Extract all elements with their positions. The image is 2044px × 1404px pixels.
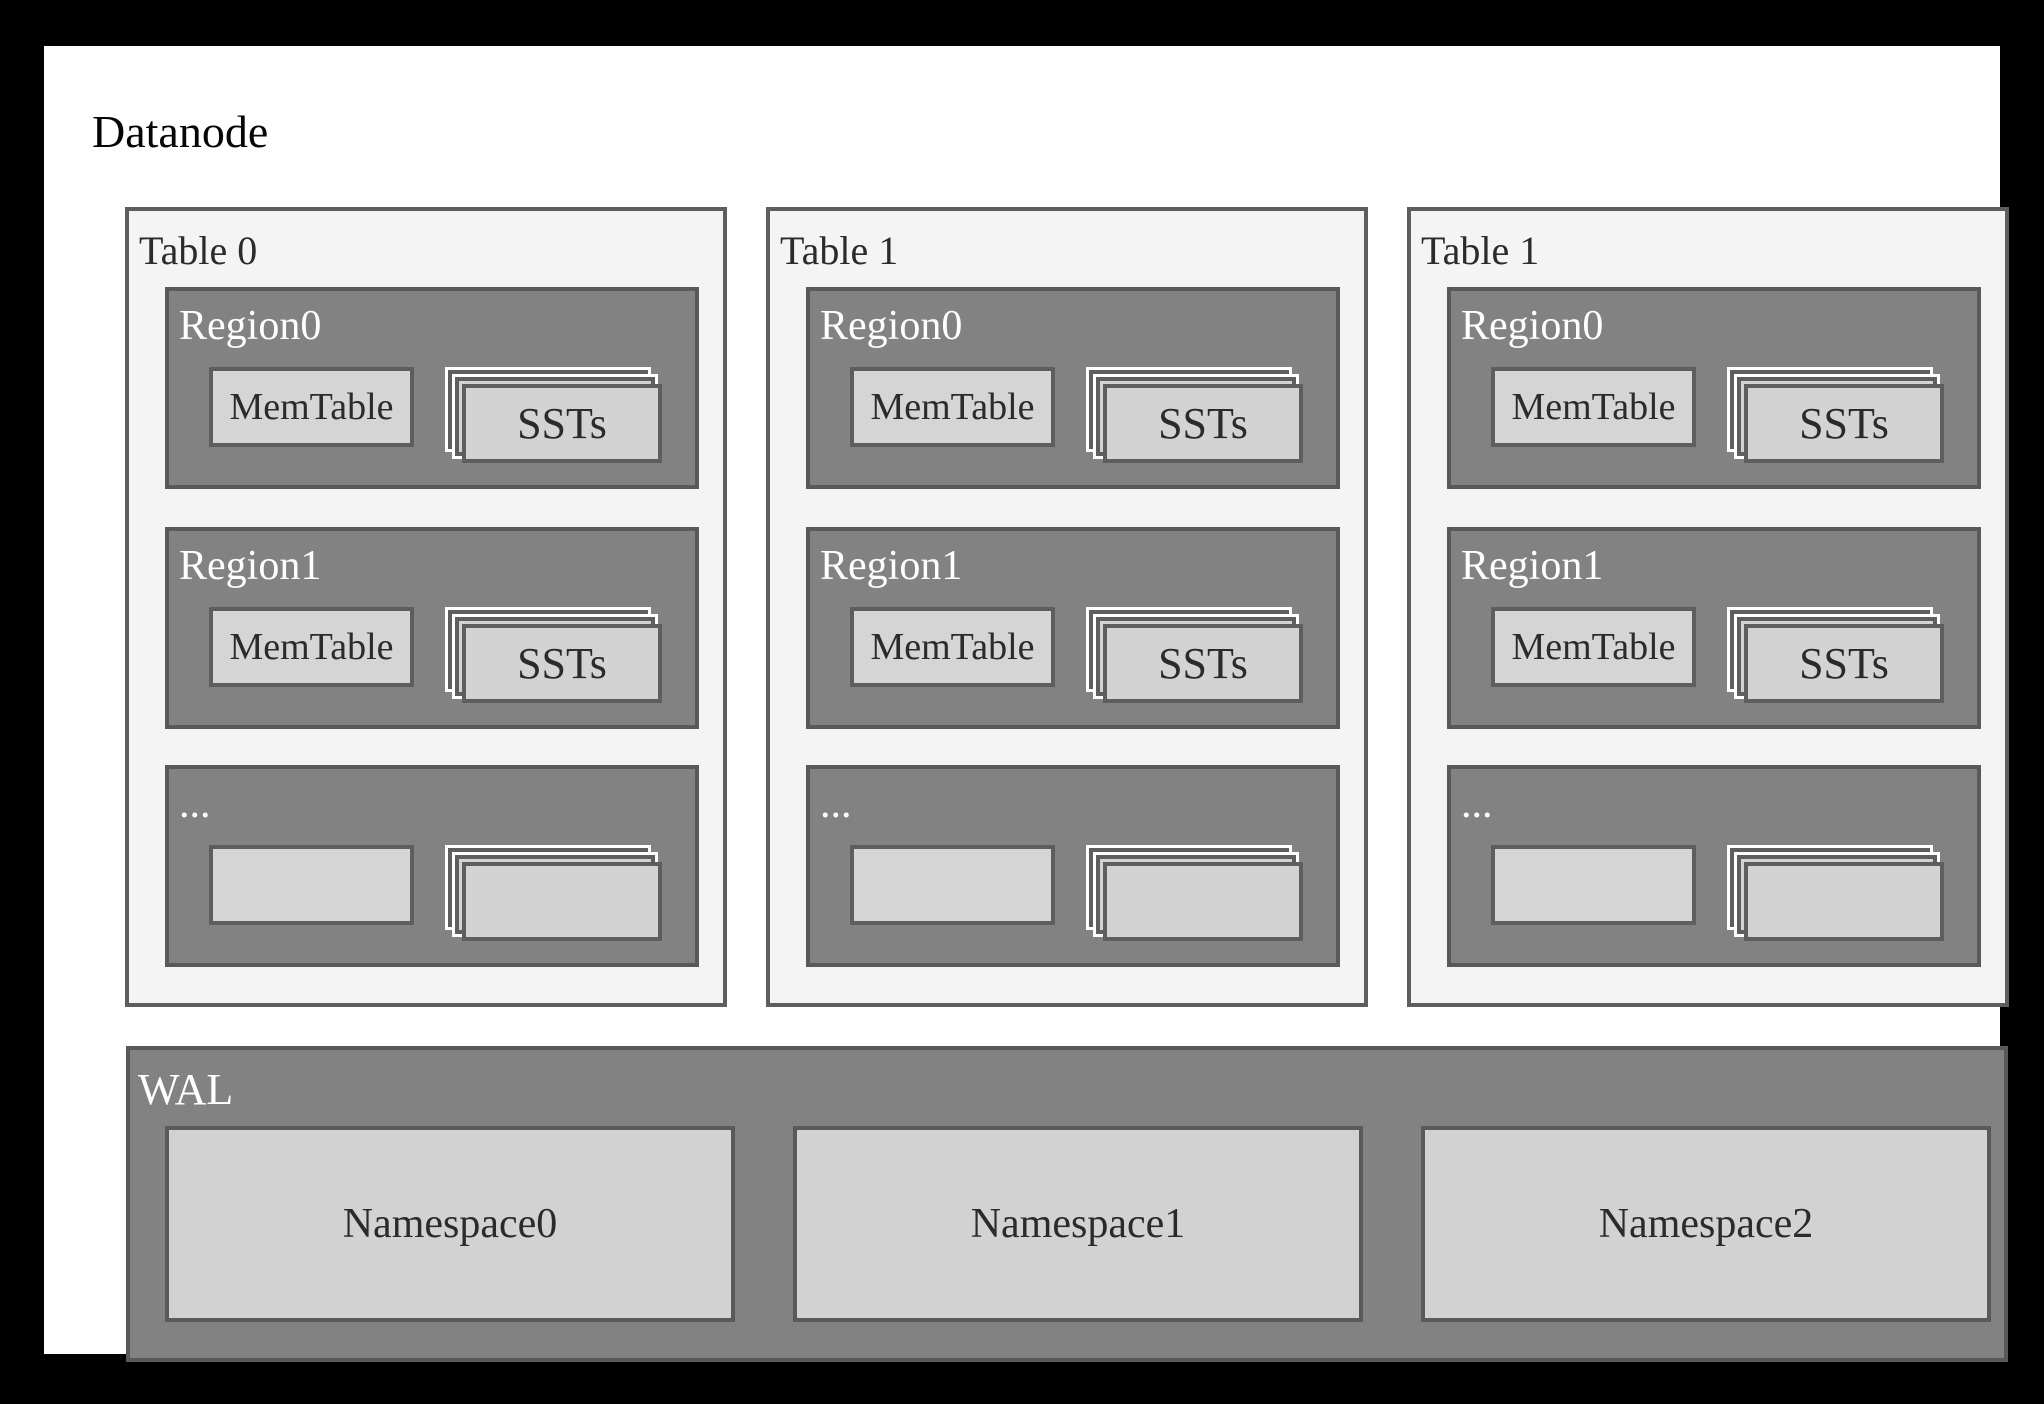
namespace-box-1: Namespace1 <box>793 1126 1363 1322</box>
table-1-region-2: ... <box>806 765 1340 967</box>
ssts-front-box <box>1103 862 1303 941</box>
memtable-box <box>850 845 1055 925</box>
ssts-front-box: SSTs <box>462 384 662 463</box>
ssts-front-box: SSTs <box>1744 624 1944 703</box>
region-label: Region0 <box>820 303 963 349</box>
memtable-box: MemTable <box>850 607 1055 687</box>
namespace-box-2: Namespace2 <box>1421 1126 1991 1322</box>
ssts-front-box <box>462 862 662 941</box>
wal-box: WAL Namespace0 Namespace1 Namespace2 <box>126 1046 2008 1362</box>
table-2-region-0: Region0 MemTable SSTs <box>1447 287 1981 489</box>
table-2-region-2: ... <box>1447 765 1981 967</box>
wal-namespaces-row: Namespace0 Namespace1 Namespace2 <box>165 1126 1991 1322</box>
memtable-box: MemTable <box>1491 367 1696 447</box>
ssts-front-box: SSTs <box>462 624 662 703</box>
ssts-front-box <box>1744 862 1944 941</box>
datanode-title: Datanode <box>92 106 269 157</box>
memtable-box: MemTable <box>850 367 1055 447</box>
memtable-box: MemTable <box>209 607 414 687</box>
datanode-panel: Datanode Table 0 Region0 MemTable SSTs R… <box>44 46 2009 1362</box>
table-0-region-0: Region0 MemTable SSTs <box>165 287 699 489</box>
region-label: Region1 <box>179 543 322 589</box>
table-label: Table 0 <box>139 228 258 273</box>
memtable-box <box>209 845 414 925</box>
region-label: Region0 <box>1461 303 1604 349</box>
table-0-region-1: Region1 MemTable SSTs <box>165 527 699 729</box>
table-box-0: Table 0 Region0 MemTable SSTs Region1 Me… <box>125 207 727 1007</box>
region-label: Region0 <box>179 303 322 349</box>
region-label: ... <box>179 781 211 827</box>
memtable-box <box>1491 845 1696 925</box>
namespace-box-0: Namespace0 <box>165 1126 735 1322</box>
table-box-1: Table 1 Region0 MemTable SSTs Region1 Me… <box>766 207 1368 1007</box>
memtable-box: MemTable <box>209 367 414 447</box>
ssts-front-box: SSTs <box>1103 384 1303 463</box>
table-label: Table 1 <box>780 228 899 273</box>
region-label: Region1 <box>820 543 963 589</box>
region-label: ... <box>820 781 852 827</box>
table-1-region-0: Region0 MemTable SSTs <box>806 287 1340 489</box>
table-2-region-1: Region1 MemTable SSTs <box>1447 527 1981 729</box>
region-label: Region1 <box>1461 543 1604 589</box>
ssts-front-box: SSTs <box>1744 384 1944 463</box>
wal-label: WAL <box>138 1065 234 1114</box>
region-label: ... <box>1461 781 1493 827</box>
table-box-2: Table 1 Region0 MemTable SSTs Region1 Me… <box>1407 207 2009 1007</box>
memtable-box: MemTable <box>1491 607 1696 687</box>
table-1-region-1: Region1 MemTable SSTs <box>806 527 1340 729</box>
table-label: Table 1 <box>1421 228 1540 273</box>
ssts-front-box: SSTs <box>1103 624 1303 703</box>
tables-row: Table 0 Region0 MemTable SSTs Region1 Me… <box>125 207 2009 1007</box>
table-0-region-2: ... <box>165 765 699 967</box>
